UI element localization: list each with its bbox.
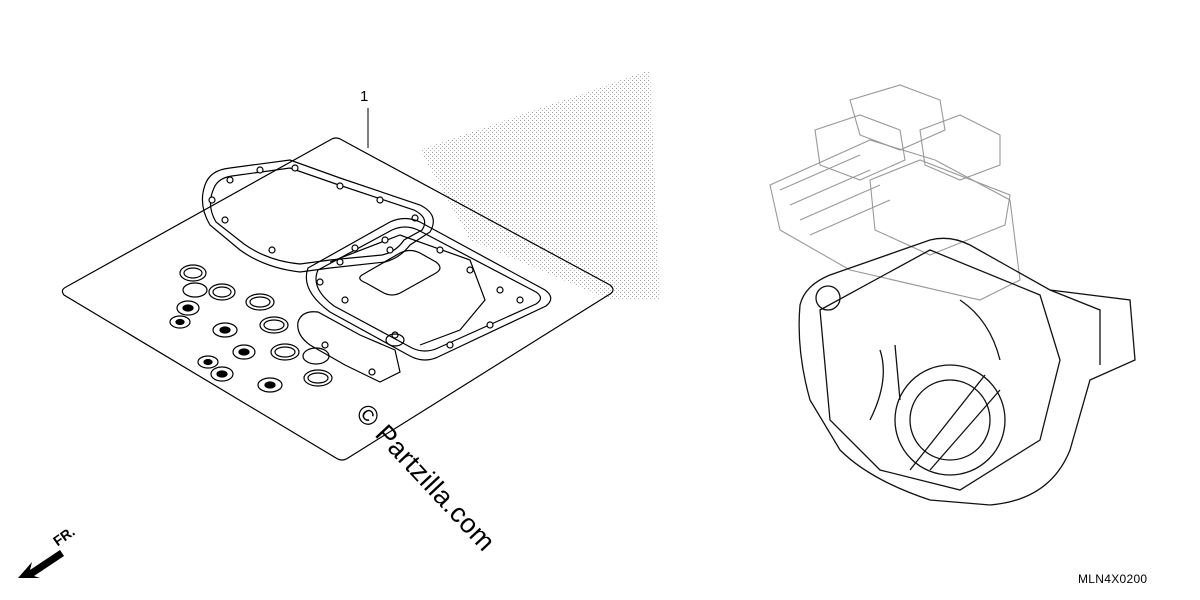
front-direction-arrow	[18, 550, 64, 578]
gasket-small	[297, 311, 401, 383]
diagram-code: MLN4X0200	[1078, 572, 1148, 586]
o-rings	[169, 264, 405, 393]
callout-number: 1	[360, 88, 369, 105]
gasket-cover	[305, 217, 552, 361]
engine-crankcase	[798, 237, 1136, 506]
arrow-left-down-icon	[18, 550, 64, 578]
stipple-shading	[420, 70, 660, 300]
gasket-kit-sheet	[61, 137, 614, 461]
gasket-large	[201, 159, 434, 273]
engine-outline	[769, 84, 1021, 301]
